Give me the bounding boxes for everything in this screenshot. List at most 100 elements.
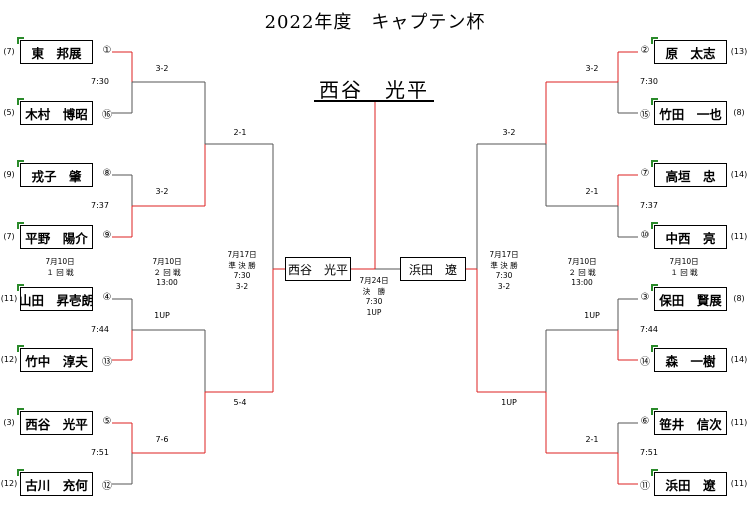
right-player-name: 高垣 忠 [654, 163, 727, 187]
left-r1-score: 1UP [154, 311, 170, 320]
right-player-name: 中西 亮 [654, 225, 727, 249]
semi-score: 3-2 [235, 281, 249, 291]
left-player-draw-number: ⑫ [102, 481, 112, 492]
left-r2-score: 5-4 [233, 398, 247, 407]
r2-date: 7月10日 [152, 257, 182, 266]
left-player-seed: (11) [0, 294, 18, 303]
right-box-corner-marker [651, 37, 658, 44]
right-player-draw-number: ③ [640, 292, 650, 303]
right-r1-time: 7:51 [640, 448, 658, 457]
left-semi-info: 7月17日 準 決 勝 7:30 3-2 [220, 250, 264, 292]
left-player-draw-number: ⑤ [102, 416, 112, 427]
left-box-corner-marker [17, 98, 24, 105]
left-r1-score: 3-2 [155, 64, 169, 73]
right-box-corner-marker [651, 98, 658, 105]
right-player-draw-number: ⑦ [640, 168, 650, 179]
final-info: 7月24日 決 勝 7:30 1UP [352, 276, 396, 318]
right-r2-info: 7月10日 ２ 回 戦 13:00 [560, 257, 604, 289]
right-box-corner-marker [651, 469, 658, 476]
left-box-corner-marker [17, 469, 24, 476]
semi-time: 7:30 [495, 271, 513, 280]
left-player-draw-number: ⑬ [102, 357, 112, 368]
left-player-name: 木村 博昭 [20, 101, 93, 125]
right-player-seed: (14) [730, 355, 748, 364]
left-r2-score: 2-1 [233, 128, 247, 137]
semi-date: 7月17日 [227, 250, 257, 259]
right-player-seed: (11) [730, 232, 748, 241]
right-player-seed: (11) [730, 418, 748, 427]
left-r1-info: 7月10日 １ 回 戦 [40, 257, 80, 278]
r1-date: 7月10日 [45, 257, 75, 266]
left-box-corner-marker [17, 408, 24, 415]
right-player-name: 笹井 信次 [654, 411, 727, 435]
right-box-corner-marker [651, 160, 658, 167]
right-player-draw-number: ⑭ [640, 357, 650, 368]
right-semifinalist-name: 浜田 遼 [408, 262, 457, 277]
r1-date: 7月10日 [669, 257, 699, 266]
left-player-seed: (12) [0, 355, 18, 364]
left-player-name: 戎子 肇 [20, 163, 93, 187]
right-player-draw-number: ⑥ [640, 416, 650, 427]
left-box-corner-marker [17, 37, 24, 44]
right-r2-score: 1UP [501, 398, 517, 407]
semi-time: 7:30 [233, 271, 251, 280]
right-box-corner-marker [651, 284, 658, 291]
r2-time: 13:00 [571, 278, 593, 287]
final-label: 決 勝 [362, 286, 386, 296]
right-player-draw-number: ⑩ [640, 230, 650, 241]
right-player-name: 森 一樹 [654, 348, 727, 372]
right-box-corner-marker [651, 222, 658, 229]
right-r1-info: 7月10日 １ 回 戦 [664, 257, 704, 278]
r2-time: 13:00 [156, 278, 178, 287]
right-semifinalist-box: 浜田 遼 [400, 257, 466, 281]
left-semifinalist-name: 西谷 光平 [287, 262, 348, 277]
right-r1-time: 7:44 [640, 325, 658, 334]
right-player-seed: (13) [730, 47, 748, 56]
left-player-seed: (7) [3, 47, 15, 56]
left-r1-time: 7:30 [91, 77, 109, 86]
left-box-corner-marker [17, 160, 24, 167]
right-r1-score: 2-1 [585, 187, 599, 196]
left-player-seed: (12) [0, 479, 18, 488]
right-player-seed: (14) [730, 170, 748, 179]
semi-label: 準 決 勝 [228, 260, 256, 270]
left-r1-score: 7-6 [155, 435, 169, 444]
right-r2-score: 3-2 [502, 128, 516, 137]
champion-name: 西谷 光平 [314, 74, 434, 102]
left-player-name: 竹中 淳夫 [20, 348, 93, 372]
right-player-seed: (11) [730, 479, 748, 488]
final-score: 1UP [366, 307, 382, 317]
final-time: 7:30 [365, 297, 383, 306]
left-r1-time: 7:37 [91, 201, 109, 210]
right-r1-score: 3-2 [585, 64, 599, 73]
right-r1-score: 1UP [584, 311, 600, 320]
right-semi-info: 7月17日 準 決 勝 7:30 3-2 [482, 250, 526, 292]
left-box-corner-marker [17, 345, 24, 352]
right-player-name: 保田 賢展 [654, 287, 727, 311]
left-player-seed: (9) [3, 170, 15, 179]
semi-label: 準 決 勝 [490, 260, 518, 270]
r2-date: 7月10日 [567, 257, 597, 266]
right-player-draw-number: ② [640, 45, 650, 56]
semi-score: 3-2 [497, 281, 511, 291]
right-box-corner-marker [651, 345, 658, 352]
r2-label: ２ 回 戦 [568, 267, 596, 277]
right-player-name: 原 太志 [654, 40, 727, 64]
right-r1-time: 7:30 [640, 77, 658, 86]
left-player-draw-number: ④ [102, 292, 112, 303]
left-player-name: 古川 充何 [20, 472, 93, 496]
left-r1-score: 3-2 [155, 187, 169, 196]
right-player-seed: (8) [733, 108, 745, 117]
left-player-draw-number: ⑯ [102, 110, 112, 121]
r1-label: １ 回 戦 [670, 267, 698, 277]
left-box-corner-marker [17, 222, 24, 229]
left-r1-time: 7:44 [91, 325, 109, 334]
semi-date: 7月17日 [489, 250, 519, 259]
left-r2-info: 7月10日 ２ 回 戦 13:00 [145, 257, 189, 289]
left-player-name: 山田 昇壱朗 [20, 287, 93, 311]
left-semifinalist-box: 西谷 光平 [285, 257, 351, 281]
right-r1-time: 7:37 [640, 201, 658, 210]
left-player-draw-number: ⑧ [102, 168, 112, 179]
right-player-seed: (8) [733, 294, 745, 303]
